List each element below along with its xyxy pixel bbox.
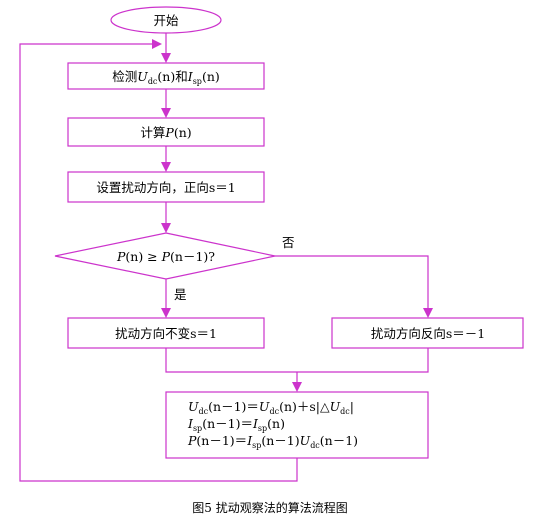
arrowhead (161, 223, 171, 233)
decision-label: P(n) ≥ P(n－1)? (116, 249, 215, 264)
arrowhead (292, 382, 302, 392)
update-line-2: Isp(n－1)＝Isp(n) (187, 416, 285, 433)
update-line-1: Udc(n－1)＝Udc(n)＋s|△Udc| (188, 399, 354, 416)
arrowhead (161, 108, 171, 118)
arrowhead (152, 39, 162, 49)
update-line-3: P(n－1)＝Isp(n－1)Udc(n－1) (187, 433, 358, 450)
yes-label: 是 (174, 287, 187, 302)
keep-direction-label: 扰动方向不变s＝1 (115, 326, 217, 341)
arrowhead (423, 308, 433, 318)
reverse-direction-label: 扰动方向反向s＝－1 (371, 326, 485, 341)
start-label: 开始 (153, 13, 179, 28)
detect-label: 检测Udc(n)和Isp(n) (112, 69, 220, 86)
set-direction-label: 设置扰动方向，正向s＝1 (96, 180, 235, 195)
compute-label: 计算P(n) (140, 125, 191, 140)
arrowhead (161, 308, 171, 318)
merge-connector (165, 348, 429, 373)
no-branch-connector (275, 255, 429, 310)
figure-caption: 图5 扰动观察法的算法流程图 (192, 500, 347, 515)
loop-back-connector (19, 43, 298, 482)
update-box (165, 391, 429, 459)
arrowhead (161, 53, 171, 63)
arrowhead (161, 162, 171, 172)
no-label: 否 (282, 235, 295, 250)
